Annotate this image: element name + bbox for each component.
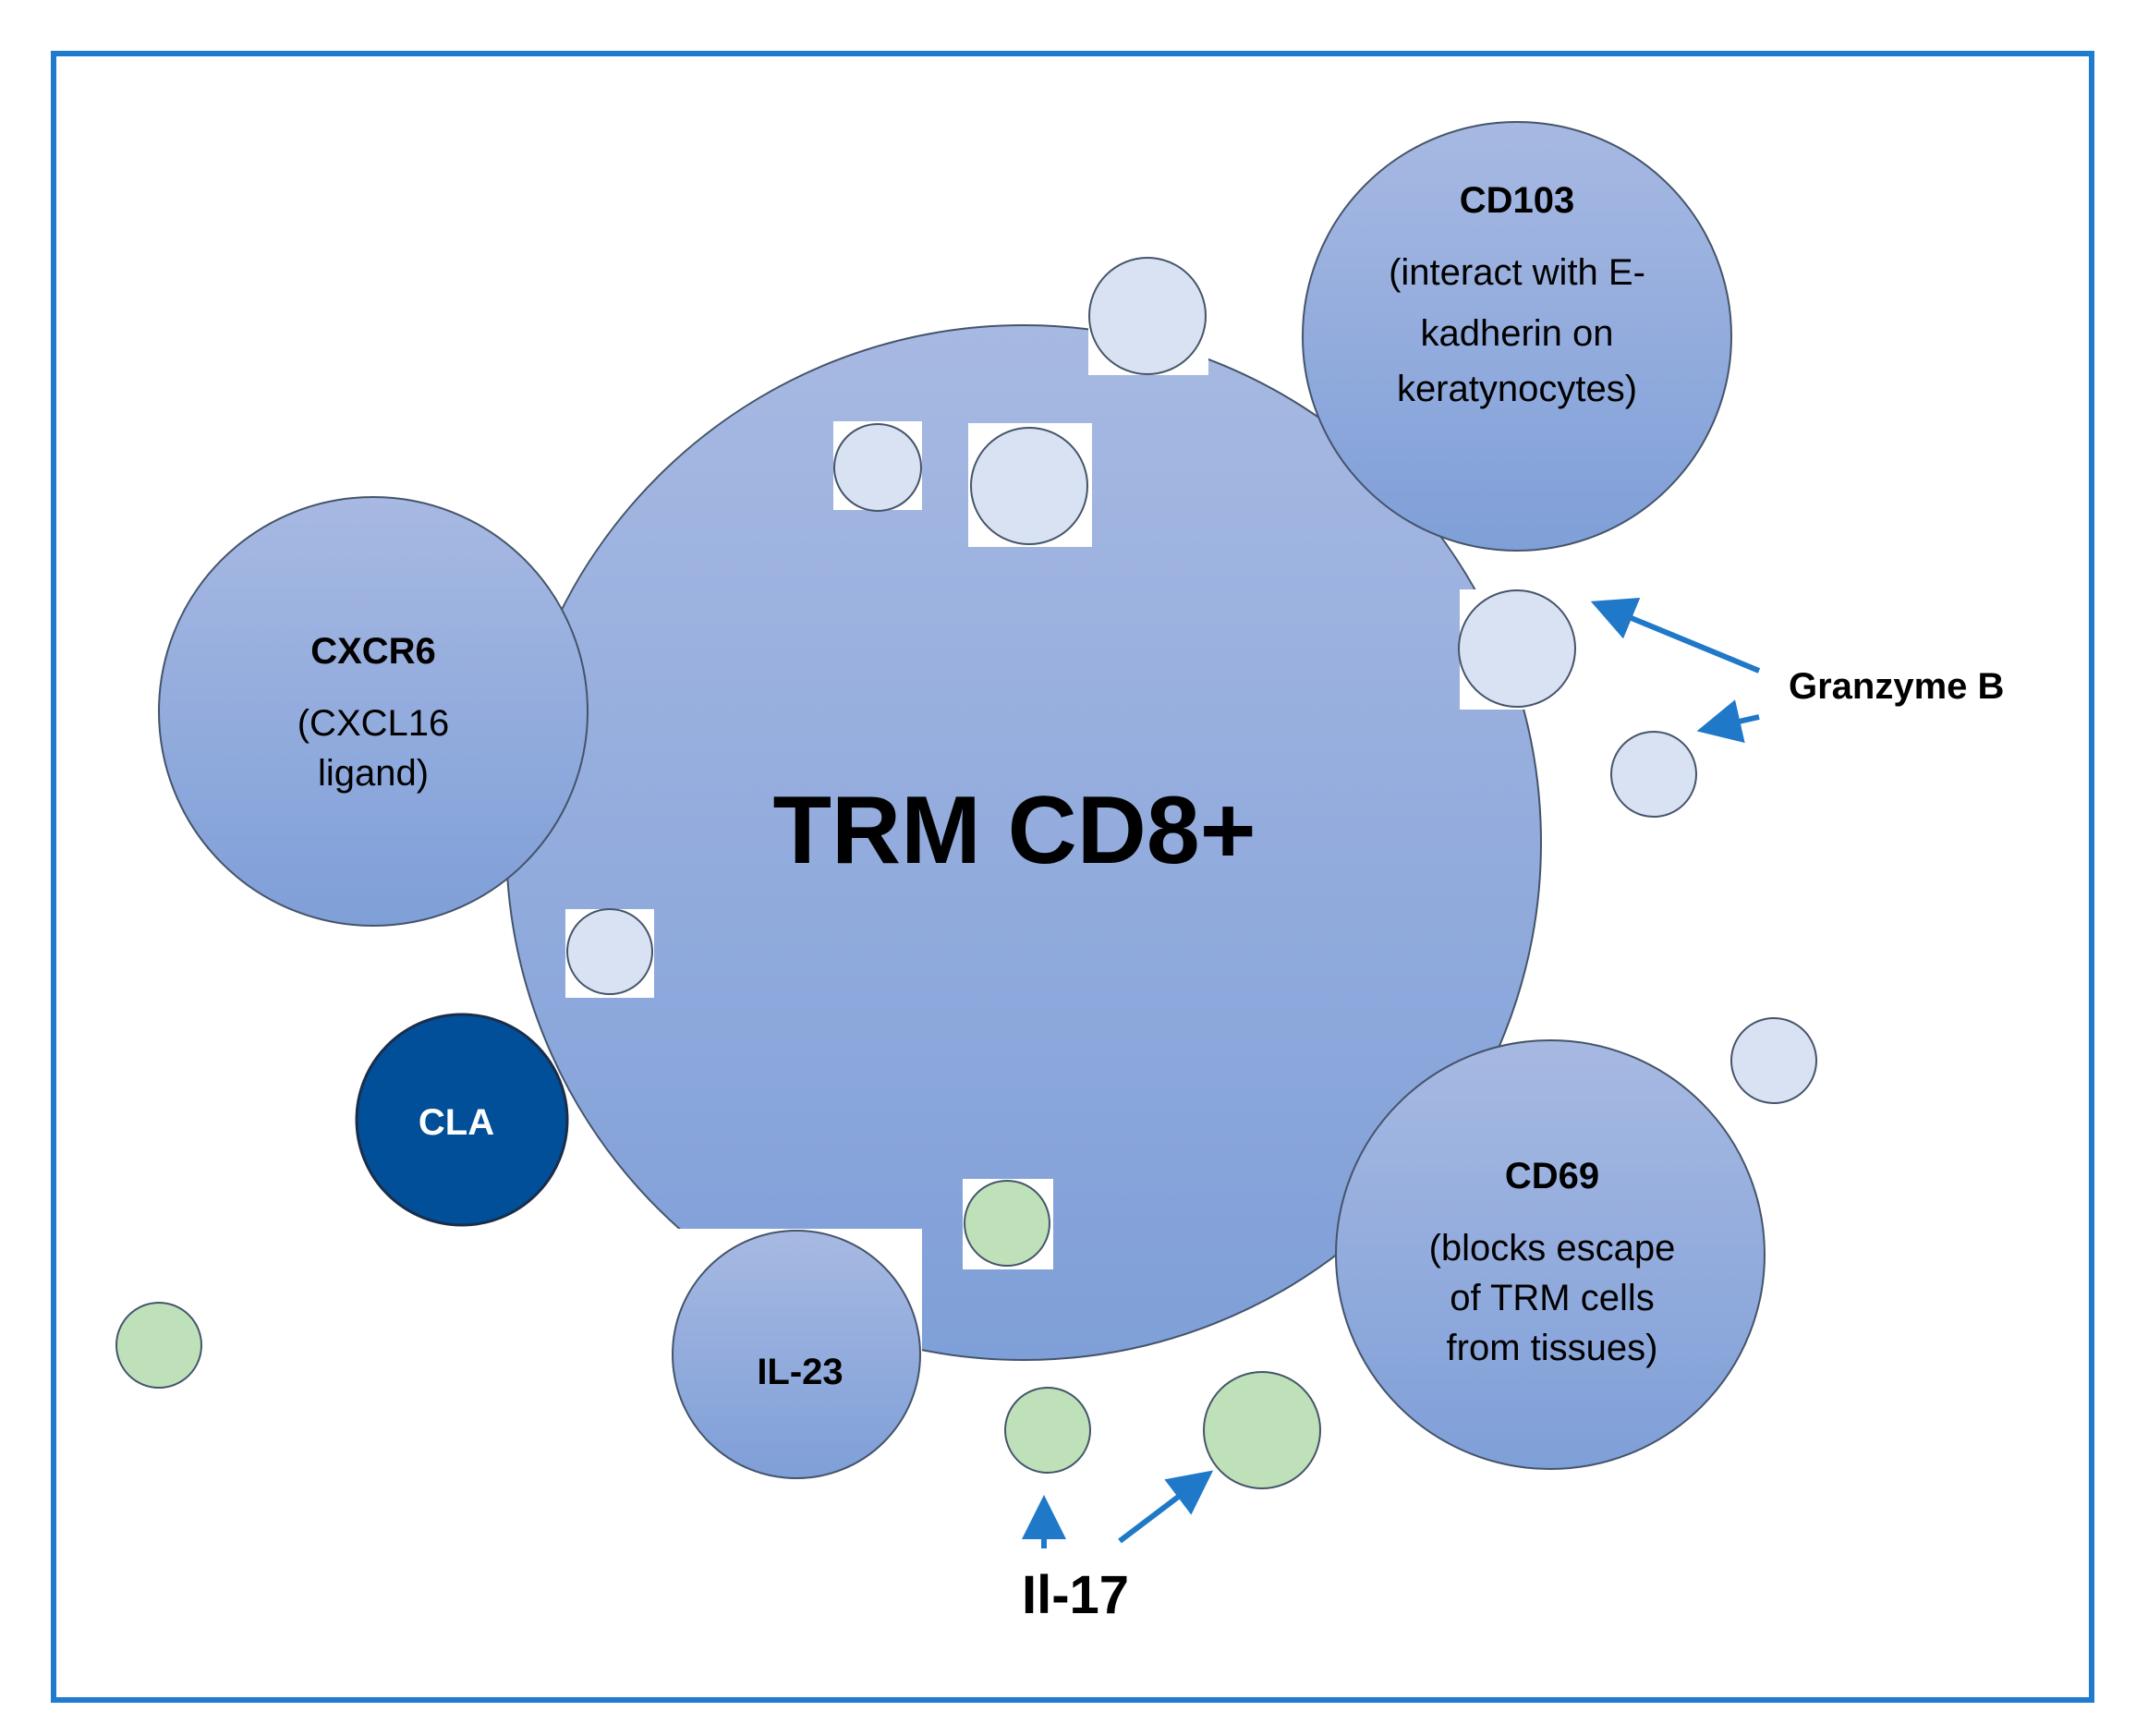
granzyme-b-label: Granzyme B xyxy=(1789,666,2004,707)
granzyme-vesicle xyxy=(1730,1017,1817,1104)
cd103-desc-line: (interact with E- xyxy=(1389,252,1645,293)
cla-title: CLA xyxy=(419,1102,494,1143)
cxcr6-desc-line: ligand) xyxy=(318,753,429,794)
cd69-marker xyxy=(1335,1039,1766,1470)
il17-label: Il-17 xyxy=(1022,1565,1129,1625)
cd69-desc-line: from tissues) xyxy=(1447,1328,1658,1368)
cd103-desc-line: keratynocytes) xyxy=(1397,369,1637,409)
cxcr6-desc-line: (CXCL16 xyxy=(297,703,450,744)
center-cell-title: TRM CD8+ xyxy=(773,777,1256,884)
cxcr6-title: CXCR6 xyxy=(310,631,436,672)
cd69-title: CD69 xyxy=(1505,1156,1599,1196)
granzyme-vesicle xyxy=(833,423,922,512)
cd69-desc-line: (blocks escape xyxy=(1429,1228,1676,1269)
granzyme-vesicle xyxy=(1088,257,1207,375)
cla-marker xyxy=(355,1013,569,1227)
cd103-title: CD103 xyxy=(1460,180,1575,221)
cd103-desc-line: kadherin on xyxy=(1420,313,1613,354)
cxcr6-marker xyxy=(158,496,589,927)
cd103-marker xyxy=(1302,121,1732,552)
il17-vesicle xyxy=(115,1302,202,1389)
granzyme-vesicle xyxy=(1610,731,1697,818)
il17-arrow xyxy=(1118,1470,1214,1544)
granzyme-arrow xyxy=(1696,699,1760,744)
il17-vesicle xyxy=(1203,1371,1321,1489)
il23-title: IL-23 xyxy=(757,1352,843,1392)
il23-marker xyxy=(672,1230,921,1479)
granzyme-vesicle xyxy=(1458,589,1576,708)
granzyme-vesicle xyxy=(970,427,1088,545)
il17-vesicle xyxy=(964,1180,1050,1267)
cd69-desc-line: of TRM cells xyxy=(1450,1278,1655,1318)
granzyme-arrow xyxy=(1590,597,1761,674)
granzyme-vesicle xyxy=(566,908,653,995)
il17-vesicle xyxy=(1004,1387,1091,1474)
